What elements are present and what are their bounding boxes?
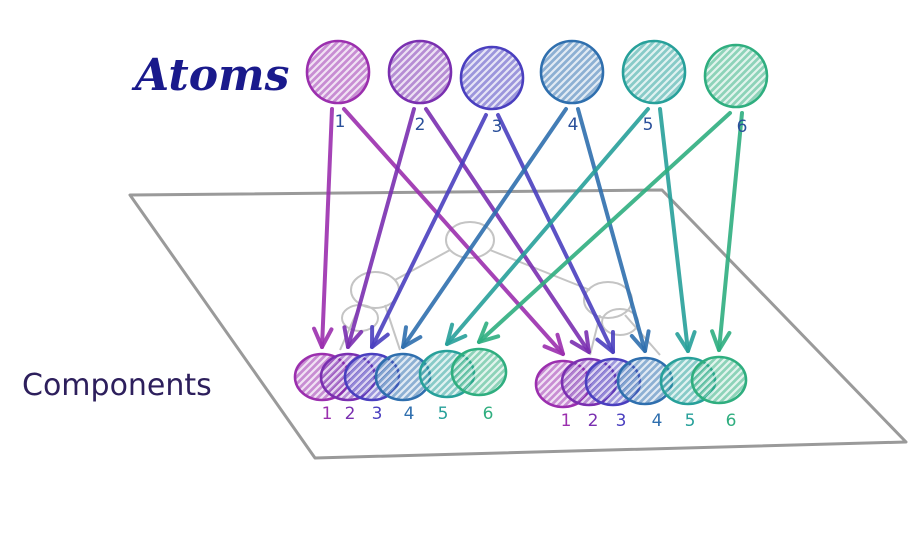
atoms-label: Atoms [131,50,289,101]
atom-number-2: 2 [415,115,426,135]
atom-number-6: 6 [737,117,748,137]
atom-1-outline [305,39,371,105]
component-group-1-number-1: 1 [322,404,333,424]
arrow-atom-2-to-group-2 [424,107,591,354]
component-group-1-component-4 [374,352,432,402]
component-group-2-number-6: 6 [726,411,737,431]
arrow-atom-4-to-group-1 [401,107,568,349]
atom-number-1: 1 [335,112,346,132]
component-group-2-number-3: 3 [616,411,627,431]
atom-number-3: 3 [492,117,503,137]
atom-6-outline [703,43,769,109]
arrow-atom-5-to-group-2 [658,107,697,353]
component-group-2-number-2: 2 [588,411,599,431]
component-group-1-number-3: 3 [372,404,383,424]
component-group-1-number-2: 2 [345,404,356,424]
atom-5-outline [621,39,687,105]
component-group-1-number-6: 6 [483,404,494,424]
component-group-1-component-6-outline [450,347,508,397]
arrow-atom-2-to-group-1 [342,107,416,349]
arrow-atom-1-to-group-1 [312,107,334,349]
arrows [312,107,744,356]
atom-3-outline [459,45,525,111]
component-group-2-number-5: 5 [685,411,696,431]
tree-edge [394,249,451,281]
component-group-2-component-6 [690,355,748,405]
atom-1 [305,39,371,105]
arrow-atom-3-to-group-2 [496,113,615,354]
component-group-2-number-1: 1 [561,411,572,431]
arrow-atom-6-to-group-2 [710,111,744,352]
component-group-2-component-6-outline [690,355,748,405]
arrow-atom-5-to-group-1 [445,107,650,346]
component-group-1-number-4: 4 [404,404,415,424]
atom-4-outline [539,39,605,105]
arrow-atom-1-to-group-2 [342,107,565,356]
atom-number-5: 5 [643,115,654,135]
atom-number-4: 4 [568,115,579,135]
arrow-atom-6-to-group-1 [477,111,732,344]
components-label: Components [22,368,212,403]
atom-2-outline [387,39,453,105]
component-group-1-number-5: 5 [438,404,449,424]
arrow-atom-4-to-group-2 [576,107,651,353]
arrow-atom-3-to-group-1 [370,113,488,349]
tree-edge [489,249,591,291]
component-group-1-component-6 [450,347,508,397]
component-group-2-number-4: 4 [652,411,663,431]
tree-node-root [445,221,495,259]
plane [128,188,908,460]
